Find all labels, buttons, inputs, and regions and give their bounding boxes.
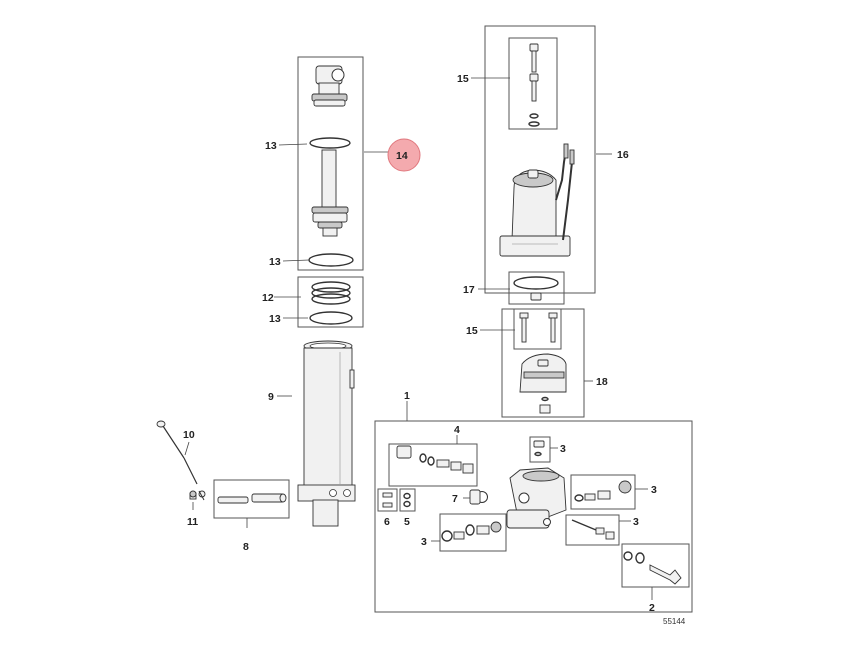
cylinder-mount	[312, 499, 339, 527]
release-screw[interactable]	[189, 490, 197, 500]
cylinder-tube[interactable]	[297, 340, 356, 527]
motor-o-ring-assembly[interactable]	[508, 271, 565, 305]
callout-8[interactable]: 8	[243, 541, 249, 553]
frame-seal-assembly	[297, 276, 364, 328]
frame-valve-3-left-bottom	[439, 513, 507, 552]
callout-17[interactable]: 17	[463, 284, 475, 296]
motor-base	[499, 235, 571, 257]
cylinder-body	[303, 347, 353, 487]
callout-9[interactable]: 9	[268, 391, 274, 403]
manual-release-shaft	[649, 564, 682, 585]
callout-3[interactable]: 3	[651, 484, 657, 496]
frame-valve-3-right-top	[570, 474, 636, 510]
callout-12[interactable]: 12	[262, 292, 274, 304]
callout-4[interactable]: 4	[454, 424, 460, 436]
frame-small-parts	[377, 488, 398, 512]
piston-seal-assembly[interactable]	[297, 276, 364, 328]
frame-rod-assembly	[297, 56, 364, 271]
callout-3[interactable]: 3	[421, 536, 427, 548]
rod-eye-neck	[318, 82, 340, 96]
frame-valve-assembly	[388, 443, 478, 487]
pivot-pin-assembly[interactable]	[213, 479, 290, 519]
callout-3[interactable]: 3	[633, 516, 639, 528]
frame-motor-o-ring	[508, 271, 565, 305]
o-ring-13-top	[309, 137, 351, 149]
pump-assembly[interactable]	[501, 308, 585, 418]
callout-14[interactable]: 14	[396, 150, 408, 162]
callout-13[interactable]: 13	[269, 313, 281, 325]
callout-5[interactable]: 5	[404, 516, 410, 528]
manual-release-rod[interactable]	[156, 420, 206, 501]
o-ring-13-middle	[308, 253, 354, 267]
seal-12-top	[311, 281, 351, 293]
highlight-circle-14	[387, 138, 421, 172]
callout-13[interactable]: 13	[265, 140, 277, 152]
frame-valve-3-top	[529, 436, 551, 463]
frame-pin-assembly	[213, 479, 290, 519]
callout-18[interactable]: 18	[596, 376, 608, 388]
frame-pump-screws	[513, 308, 562, 350]
callout-6[interactable]: 6	[384, 516, 390, 528]
callout-16[interactable]: 16	[617, 149, 629, 161]
frame-small-rings	[399, 488, 416, 512]
pump-motor-assembly[interactable]	[484, 25, 596, 294]
piston-rod	[321, 149, 337, 209]
piston	[311, 206, 349, 214]
callout-10[interactable]: 10	[183, 429, 195, 441]
diagram-reference-number: 55144	[663, 617, 686, 626]
frame-motor-screws	[508, 37, 558, 130]
callout-7[interactable]: 7	[452, 493, 458, 505]
seal-12-bottom	[311, 293, 351, 305]
callout-3[interactable]: 3	[560, 443, 566, 455]
frame-valve-3-right-mid	[565, 514, 620, 546]
manifold-assembly[interactable]	[374, 420, 693, 613]
callout-1[interactable]: 1	[404, 390, 410, 402]
frame-manifold-assembly	[374, 420, 693, 613]
cylinder-rod-assembly[interactable]	[297, 56, 364, 271]
callout-11[interactable]: 11	[187, 516, 198, 528]
callout-13[interactable]: 13	[269, 256, 281, 268]
callout-2[interactable]: 2	[649, 602, 655, 614]
callout-15[interactable]: 15	[457, 73, 469, 85]
frame-shaft-assembly	[621, 543, 690, 588]
o-ring-13-bottom	[309, 311, 353, 325]
callout-15[interactable]: 15	[466, 325, 478, 337]
